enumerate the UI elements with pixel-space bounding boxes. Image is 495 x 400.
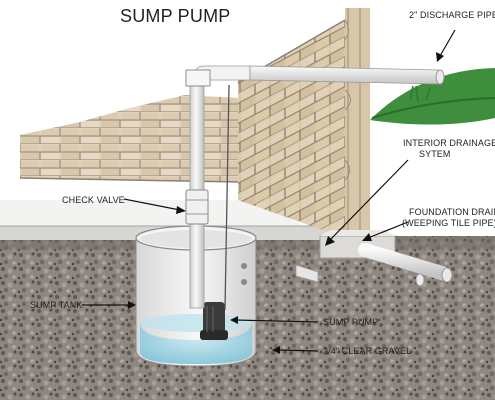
discharge-pipe-label: 2" DISCHARGE PIPE [409,10,495,20]
discharge-pipe [185,65,445,309]
foundation-drain-label-2: (WEEPING TILE PIPE) [402,218,495,228]
weeping-tile-pipe [253,243,453,287]
foundation-drain-label: FOUNDATION DRAIN [409,207,495,217]
diagram-title: SUMP PUMP [120,6,231,26]
gravel-label: 3/4" CLEAR GRAVEL [323,346,411,356]
leader-lines [82,29,456,354]
sump-pump-label: SUMP PUMP [323,317,378,327]
sump-tank-label: SUMP TANK [30,300,82,310]
grass [370,68,495,125]
interior-drainage-label-2: SYTEM [419,149,451,159]
sump-pump [200,84,230,340]
interior-brick-wall [19,95,241,183]
interior-drainage-label: INTERIOR DRAINAGE [403,138,495,148]
labels: 2" DISCHARGE PIPE INTERIOR DRAINAGE SYTE… [30,10,495,356]
check-valve-label: CHECK VALVE [62,195,125,205]
